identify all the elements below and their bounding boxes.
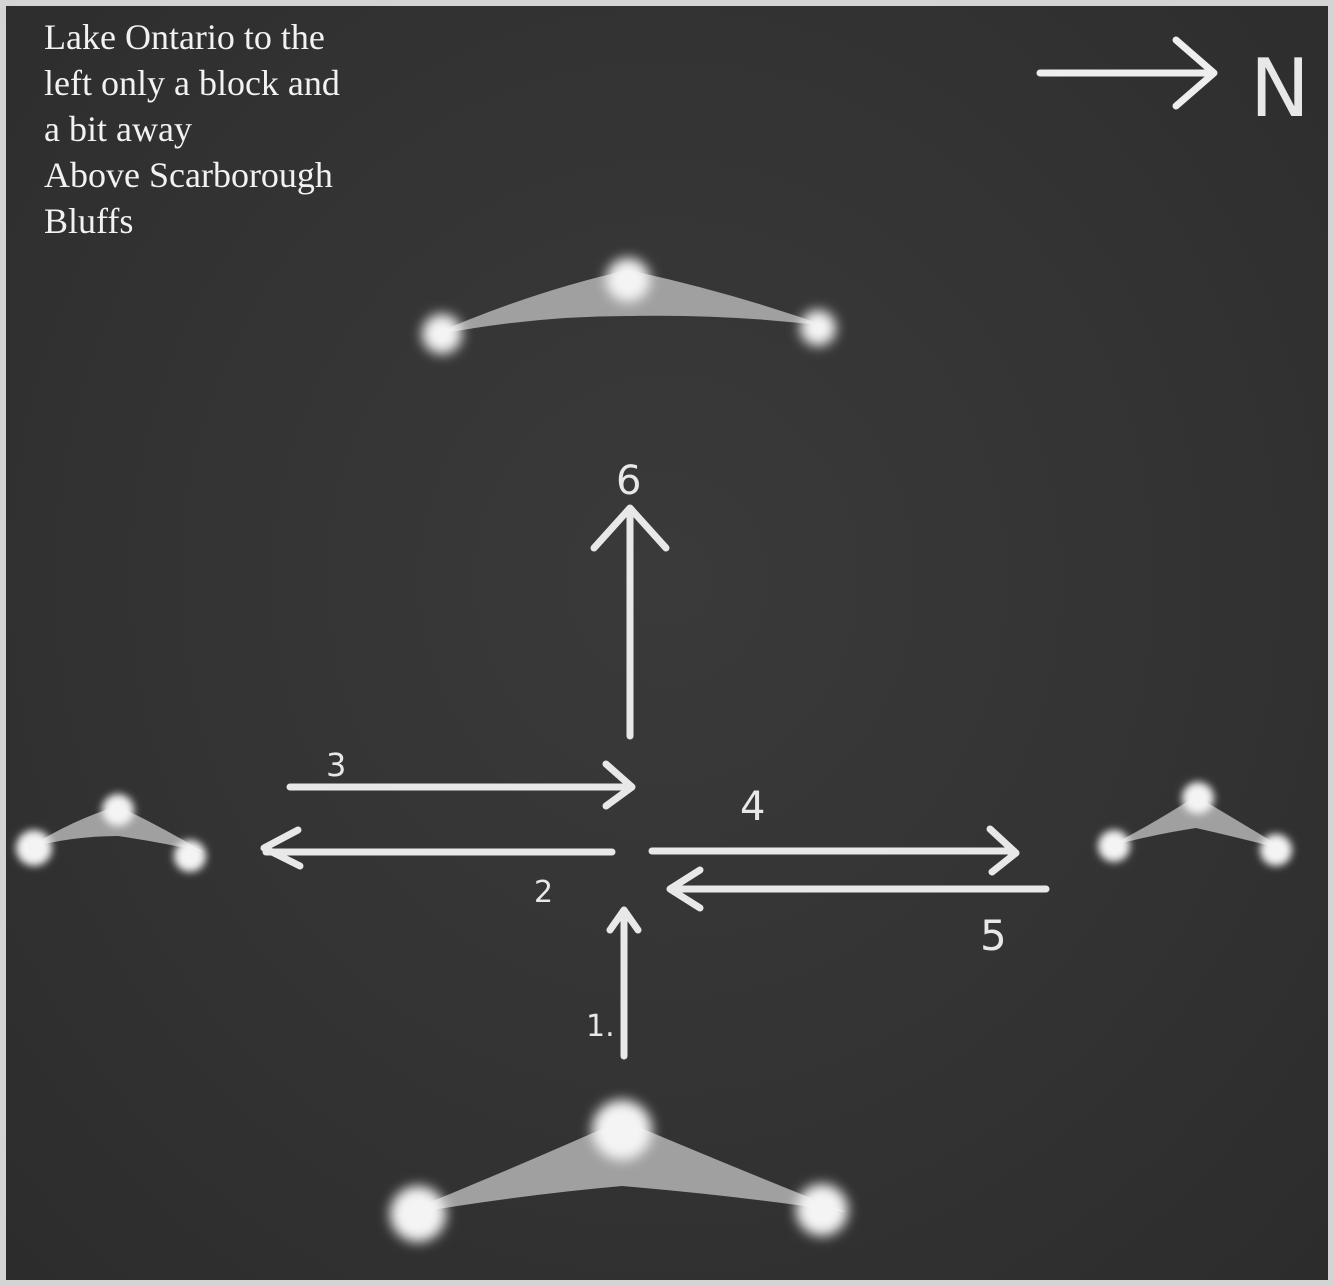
arrow-2-left-icon [264,830,612,866]
step-label-4: 4 [740,784,765,830]
north-label: N [1250,42,1310,135]
boomerang-object-left [16,794,206,872]
arrow-6-up-icon [594,508,666,736]
boomerang-object-bottom [390,1100,848,1242]
boomerang-object-top [422,258,836,354]
arrow-4-right-icon [652,829,1016,872]
step-label-2: 2 [534,875,553,910]
step-label-5: 5 [980,911,1007,960]
step-label-6: 6 [616,458,641,504]
arrow-5-left-icon [670,870,1046,908]
boomerang-object-right [1098,782,1292,866]
north-arrow-icon [1040,40,1214,106]
step-label-3: 3 [326,746,346,784]
step-label-1: 1. [586,1009,615,1044]
